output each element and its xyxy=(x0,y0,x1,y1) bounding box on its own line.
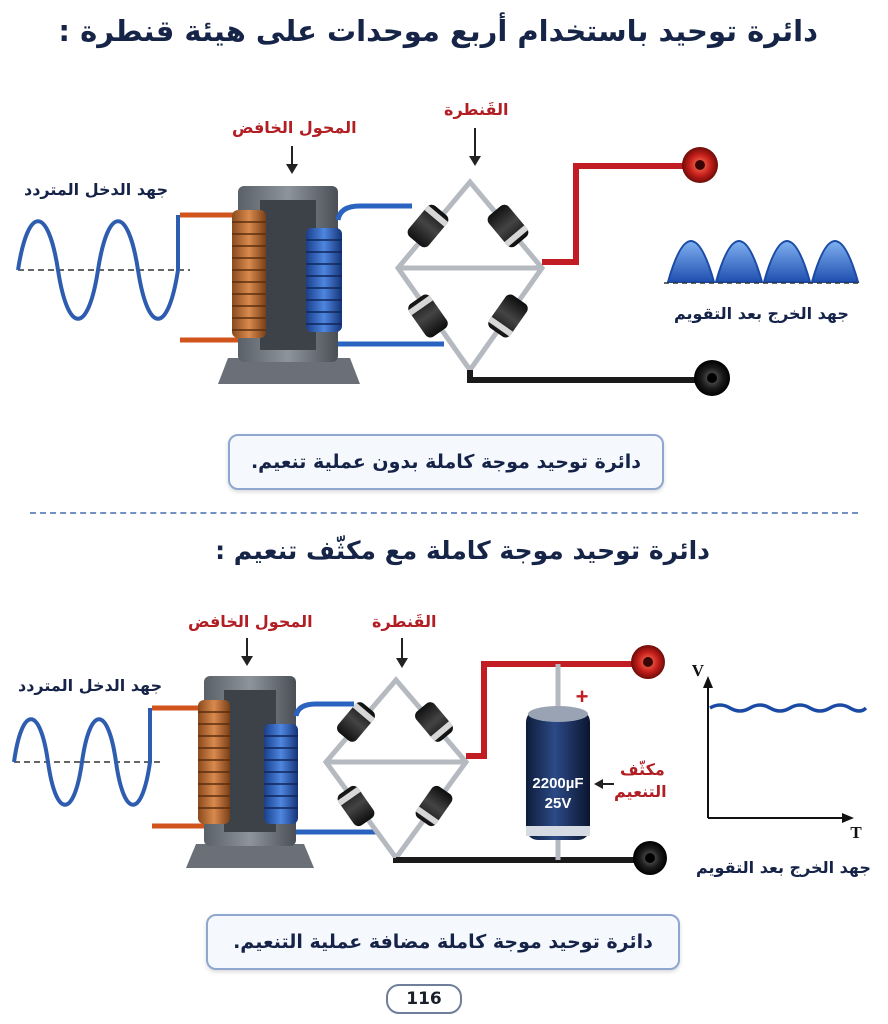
bottom-negative-wire xyxy=(393,857,640,863)
top-diode-2 xyxy=(487,204,529,248)
bottom-output-graph: V T xyxy=(692,661,868,842)
bottom-secondary-coil xyxy=(264,724,298,824)
bottom-transformer-arrow xyxy=(241,638,253,666)
top-section-title: دائرة توحيد باستخدام أربع موحدات على هيئ… xyxy=(58,14,818,48)
bottom-bridge-label: القَنطرة xyxy=(372,612,437,631)
top-caption-box: دائرة توحيد موجة كاملة بدون عملية تنعيم. xyxy=(228,434,664,490)
top-secondary-wire-upper xyxy=(335,203,412,221)
top-output-voltage-label: جهد الخرج بعد التقويم xyxy=(674,304,849,323)
graph-t-label: T xyxy=(850,823,862,842)
top-rectified-output-wave xyxy=(664,240,862,284)
bottom-output-voltage-label: جهد الخرج بعد التقويم xyxy=(696,858,871,877)
bottom-input-voltage-label: جهد الدخل المتردد xyxy=(18,676,163,695)
capacitor-label-line1: مكثّف xyxy=(620,760,665,779)
top-transformer-label: المحول الخافض xyxy=(232,118,357,137)
section-divider xyxy=(30,512,858,514)
top-caption-text: دائرة توحيد موجة كاملة بدون عملية تنعيم. xyxy=(250,451,642,473)
top-primary-coil xyxy=(232,210,266,338)
top-positive-wire xyxy=(542,163,692,265)
top-bridge-arrow xyxy=(469,128,481,166)
smoothed-dc-output-wave xyxy=(709,703,868,713)
bottom-transformer xyxy=(186,676,314,868)
top-diode-1 xyxy=(407,204,449,248)
top-negative-wire xyxy=(467,370,712,383)
top-transformer-arrow xyxy=(286,146,298,174)
bottom-transformer-label: المحول الخافض xyxy=(188,612,313,631)
bottom-diode-4 xyxy=(415,785,453,827)
top-diode-3 xyxy=(408,294,448,338)
bottom-caption-box: دائرة توحيد موجة كاملة مضافة عملية التنع… xyxy=(206,914,680,970)
bottom-bridge-arrow xyxy=(396,638,408,668)
top-diagram xyxy=(16,128,862,396)
bottom-section-title: دائرة توحيد موجة كاملة مع مكثّف تنعيم : xyxy=(215,536,710,565)
bottom-caption-text: دائرة توحيد موجة كاملة مضافة عملية التنع… xyxy=(233,931,653,953)
capacitor-label-arrow xyxy=(594,779,614,789)
bottom-input-sine-wave xyxy=(12,708,152,807)
top-transformer xyxy=(218,186,360,384)
capacitor-plus-sign: + xyxy=(576,684,589,709)
capacitor-value: 2200µF xyxy=(532,775,583,792)
top-bridge-label: القَنطرة xyxy=(444,100,509,119)
bottom-secondary-wire-upper xyxy=(293,701,354,717)
top-transformer-base xyxy=(218,358,360,384)
graph-v-label: V xyxy=(692,661,705,680)
capacitor-label-line2: التنعيم xyxy=(614,782,667,801)
bottom-diode-2 xyxy=(415,702,453,742)
smoothing-capacitor: 2200µF 25V xyxy=(526,706,590,840)
bottom-primary-coil xyxy=(198,700,230,824)
page-number: 116 xyxy=(386,984,462,1014)
bottom-positive-wire xyxy=(466,661,640,759)
top-diode-4 xyxy=(488,294,528,338)
top-secondary-coil xyxy=(306,228,342,332)
top-input-voltage-label: جهد الدخل المتردد xyxy=(24,180,169,199)
capacitor-voltage: 25V xyxy=(545,795,572,812)
bottom-diode-1 xyxy=(337,702,375,742)
top-input-sine-wave xyxy=(16,215,180,321)
bottom-diagram: 2200µF 25V + V T xyxy=(12,638,868,875)
bottom-diode-3 xyxy=(337,785,375,827)
